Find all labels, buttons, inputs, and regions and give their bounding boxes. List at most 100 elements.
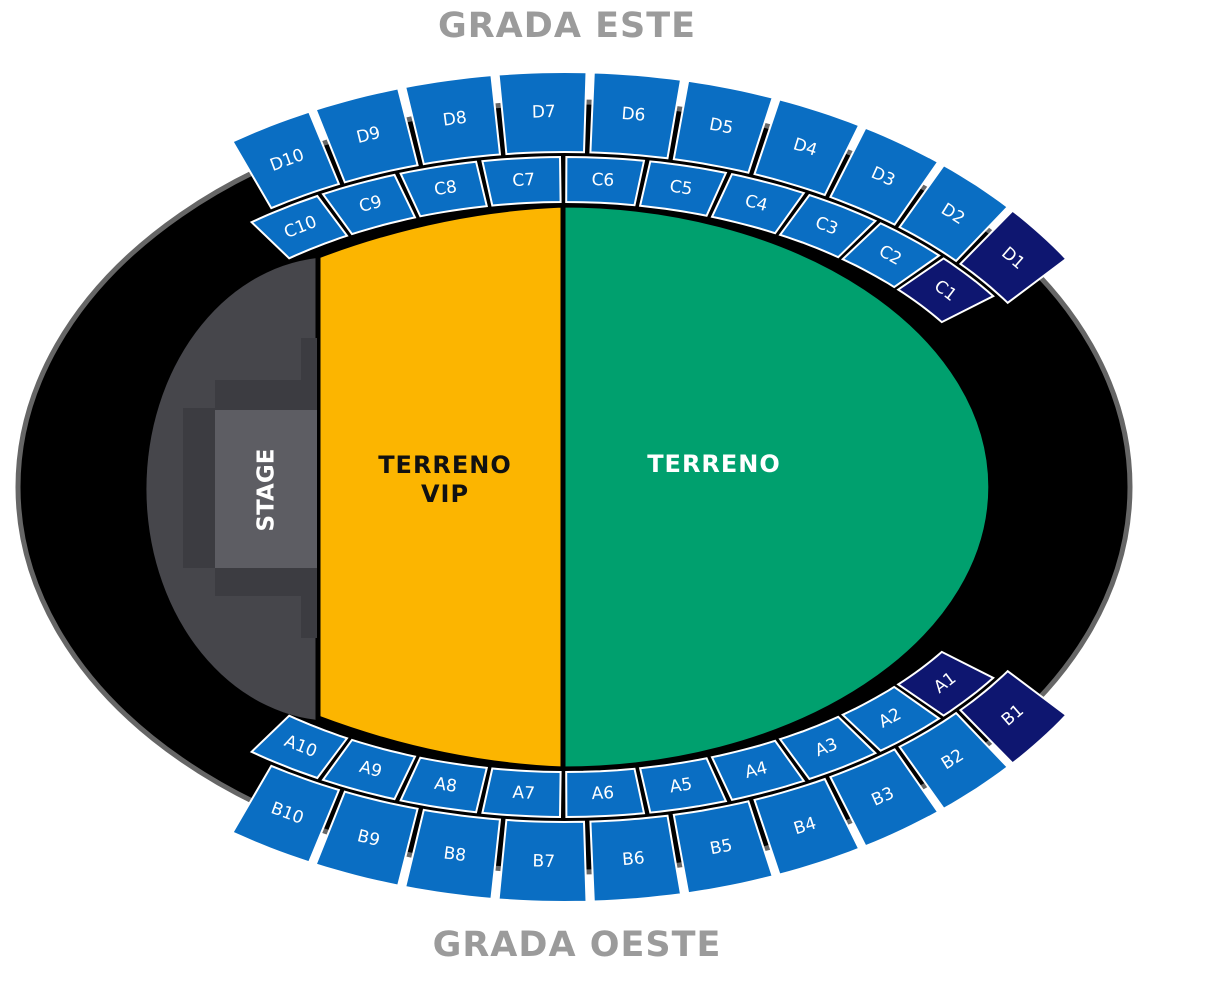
section-c1[interactable]: C1 bbox=[896, 257, 995, 324]
section-shape[interactable] bbox=[672, 800, 774, 895]
section-shape[interactable] bbox=[778, 193, 878, 259]
section-c3[interactable]: C3 bbox=[778, 193, 878, 259]
section-shape[interactable] bbox=[565, 155, 646, 207]
section-shape[interactable] bbox=[829, 126, 940, 226]
section-a1[interactable]: A1 bbox=[896, 650, 995, 717]
section-label[interactable]: B8 bbox=[442, 843, 467, 866]
section-shape[interactable] bbox=[565, 767, 646, 819]
section-shape[interactable] bbox=[403, 808, 502, 900]
section-d5[interactable]: D5 bbox=[672, 79, 774, 174]
section-label[interactable]: A5 bbox=[668, 774, 693, 797]
section-c9[interactable]: C9 bbox=[321, 173, 417, 236]
section-label[interactable]: C7 bbox=[512, 170, 536, 191]
section-shape[interactable] bbox=[481, 155, 562, 207]
section-shape[interactable] bbox=[314, 790, 419, 887]
section-shape[interactable] bbox=[589, 71, 683, 160]
section-label[interactable]: D6 bbox=[621, 104, 646, 126]
section-a9[interactable]: A9 bbox=[321, 738, 417, 801]
section-shape[interactable] bbox=[829, 748, 940, 848]
section-shape[interactable] bbox=[321, 738, 417, 801]
section-shape[interactable] bbox=[249, 714, 349, 780]
vip-floor-label-line2[interactable]: VIP bbox=[421, 480, 469, 508]
section-b10[interactable]: B10 bbox=[231, 764, 341, 864]
section-shape[interactable] bbox=[497, 818, 588, 904]
section-shape[interactable] bbox=[638, 757, 728, 814]
section-b8[interactable]: B8 bbox=[403, 808, 502, 900]
section-label[interactable]: B6 bbox=[621, 848, 645, 870]
section-shape[interactable] bbox=[710, 172, 806, 235]
section-label[interactable]: B5 bbox=[708, 835, 734, 859]
section-shape[interactable] bbox=[589, 814, 683, 903]
section-b1[interactable]: B1 bbox=[958, 669, 1068, 765]
section-shape[interactable] bbox=[958, 669, 1068, 765]
general-floor-label[interactable]: TERRENO bbox=[647, 450, 781, 478]
section-d8[interactable]: D8 bbox=[403, 74, 502, 166]
section-shape[interactable] bbox=[321, 173, 417, 236]
section-shape[interactable] bbox=[638, 160, 728, 217]
section-label[interactable]: A8 bbox=[433, 774, 458, 797]
section-shape[interactable] bbox=[672, 79, 774, 174]
section-d9[interactable]: D9 bbox=[314, 87, 419, 184]
section-c5[interactable]: C5 bbox=[638, 160, 728, 217]
section-shape[interactable] bbox=[896, 650, 995, 717]
section-label[interactable]: D7 bbox=[532, 102, 556, 123]
section-d10[interactable]: D10 bbox=[231, 110, 341, 210]
section-shape[interactable] bbox=[481, 767, 562, 819]
section-shape[interactable] bbox=[399, 160, 489, 218]
section-label[interactable]: C8 bbox=[433, 177, 458, 200]
section-b7[interactable]: B7 bbox=[497, 818, 588, 904]
section-a4[interactable]: A4 bbox=[710, 739, 806, 802]
section-a10[interactable]: A10 bbox=[249, 714, 349, 780]
section-shape[interactable] bbox=[231, 764, 341, 864]
section-shape[interactable] bbox=[840, 685, 941, 752]
section-shape[interactable] bbox=[958, 209, 1068, 305]
section-c10[interactable]: C10 bbox=[249, 194, 349, 260]
section-shape[interactable] bbox=[896, 257, 995, 324]
section-d7[interactable]: D7 bbox=[497, 70, 588, 156]
section-a8[interactable]: A8 bbox=[399, 756, 489, 814]
section-label[interactable]: C6 bbox=[591, 170, 615, 191]
vip-floor-zone[interactable] bbox=[315, 202, 566, 772]
section-b4[interactable]: B4 bbox=[753, 777, 861, 876]
section-shape[interactable] bbox=[753, 98, 861, 197]
section-b3[interactable]: B3 bbox=[829, 748, 940, 848]
section-shape[interactable] bbox=[249, 194, 349, 260]
section-c7[interactable]: C7 bbox=[481, 155, 562, 207]
section-d4[interactable]: D4 bbox=[753, 98, 861, 197]
section-b2[interactable]: B2 bbox=[898, 711, 1010, 811]
section-a5[interactable]: A5 bbox=[638, 757, 728, 814]
vip-floor-label-line1[interactable]: TERRENO bbox=[378, 451, 512, 479]
section-label[interactable]: A7 bbox=[512, 783, 535, 804]
general-floor-zone[interactable] bbox=[560, 202, 994, 772]
section-d2[interactable]: D2 bbox=[898, 163, 1010, 263]
section-shape[interactable] bbox=[314, 87, 419, 184]
section-label[interactable]: D8 bbox=[442, 108, 468, 131]
section-b5[interactable]: B5 bbox=[672, 800, 774, 895]
section-b9[interactable]: B9 bbox=[314, 790, 419, 887]
section-shape[interactable] bbox=[403, 74, 502, 166]
section-shape[interactable] bbox=[840, 222, 941, 289]
section-shape[interactable] bbox=[710, 739, 806, 802]
section-shape[interactable] bbox=[753, 777, 861, 876]
section-d1[interactable]: D1 bbox=[958, 209, 1068, 305]
section-d3[interactable]: D3 bbox=[829, 126, 940, 226]
section-shape[interactable] bbox=[778, 715, 878, 781]
section-shape[interactable] bbox=[231, 110, 341, 210]
section-c4[interactable]: C4 bbox=[710, 172, 806, 235]
section-d6[interactable]: D6 bbox=[589, 71, 683, 160]
section-shape[interactable] bbox=[898, 711, 1010, 811]
section-shape[interactable] bbox=[399, 756, 489, 814]
section-a2[interactable]: A2 bbox=[840, 685, 941, 752]
section-label[interactable]: C5 bbox=[668, 177, 693, 200]
section-b6[interactable]: B6 bbox=[589, 814, 683, 903]
section-label[interactable]: A6 bbox=[591, 783, 614, 804]
section-label[interactable]: B7 bbox=[532, 851, 555, 872]
section-a7[interactable]: A7 bbox=[481, 767, 562, 819]
section-c6[interactable]: C6 bbox=[565, 155, 646, 207]
section-shape[interactable] bbox=[898, 163, 1010, 263]
section-a3[interactable]: A3 bbox=[778, 715, 878, 781]
section-shape[interactable] bbox=[497, 70, 588, 156]
section-c2[interactable]: C2 bbox=[840, 222, 941, 289]
section-label[interactable]: D5 bbox=[708, 115, 735, 139]
section-a6[interactable]: A6 bbox=[565, 767, 646, 819]
